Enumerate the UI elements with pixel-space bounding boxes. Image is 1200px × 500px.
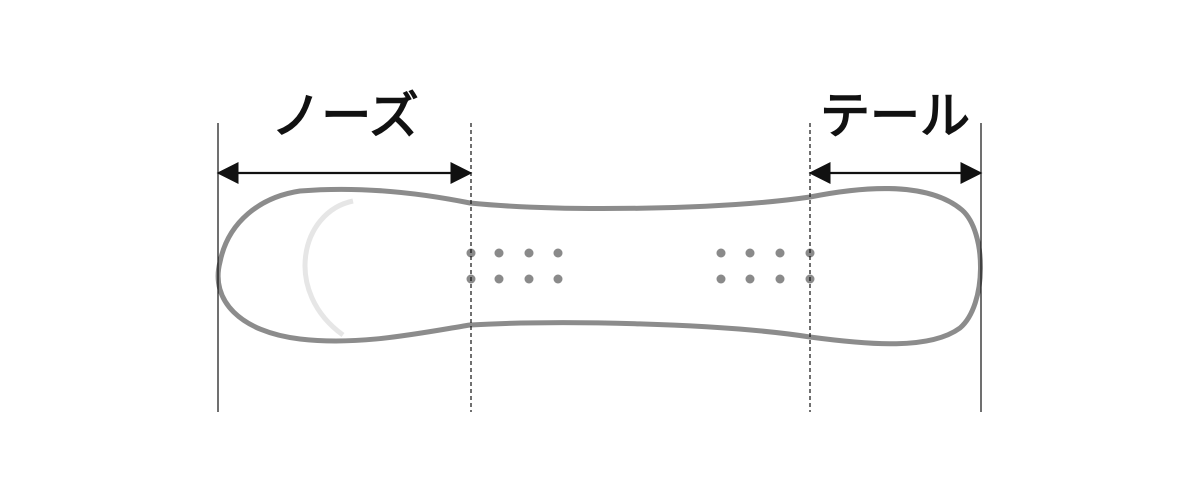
tail-label: テール [820, 87, 970, 145]
insert-dot [494, 274, 504, 284]
insert-dot [745, 248, 755, 258]
insert-dot [775, 274, 785, 284]
nose-label: ノーズ [271, 87, 419, 145]
insert-dot [716, 274, 726, 284]
insert-dot [524, 248, 534, 258]
nose-inner-arc [302, 198, 354, 338]
insert-dot [775, 248, 785, 258]
insert-dot [553, 274, 563, 284]
insert-dot [745, 274, 755, 284]
binding-inserts-tail [716, 248, 815, 284]
binding-inserts-nose [466, 248, 563, 284]
insert-dot [494, 248, 504, 258]
insert-dot [716, 248, 726, 258]
insert-dot [553, 248, 563, 258]
insert-dot [524, 274, 534, 284]
snowboard-outline [215, 186, 983, 347]
